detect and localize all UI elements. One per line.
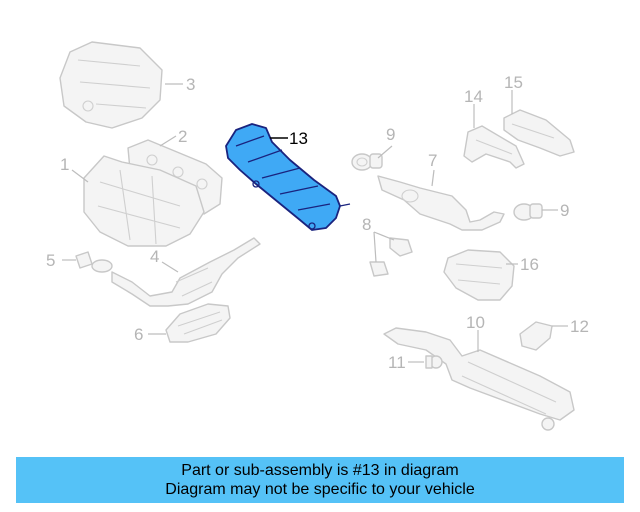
part-3-engine-cover[interactable] (59, 41, 163, 129)
banner-line-2: Diagram may not be specific to your vehi… (165, 481, 475, 498)
callout-14[interactable]: 14 (464, 87, 483, 106)
leader-9a (377, 145, 393, 159)
part-10-muffler[interactable] (383, 327, 575, 431)
leader-7 (431, 169, 435, 187)
callout-6[interactable]: 6 (134, 325, 143, 344)
leader-4 (161, 261, 179, 273)
parts-diagram: 3 2 1 5 4 6 13 (46, 41, 589, 431)
callout-8[interactable]: 8 (362, 215, 371, 234)
part-7-front-pipe[interactable] (377, 175, 505, 231)
callout-4[interactable]: 4 (150, 247, 159, 266)
callout-11[interactable]: 11 (388, 353, 406, 372)
callout-12[interactable]: 12 (570, 317, 589, 336)
part-4-catalytic-converter[interactable] (111, 237, 261, 307)
callout-2[interactable]: 2 (178, 127, 187, 146)
part-1-exhaust-manifold[interactable] (83, 155, 205, 247)
banner-line-1: Part or sub-assembly is #13 in diagram (181, 462, 459, 479)
callout-9a[interactable]: 9 (386, 125, 395, 144)
part-14-bracket[interactable] (463, 125, 525, 169)
part-16-heat-shield[interactable] (443, 249, 515, 301)
part-12-hanger[interactable] (519, 321, 553, 351)
part-9-clamp-right[interactable] (513, 203, 543, 221)
part-6-heat-shield[interactable] (165, 303, 231, 343)
callout-13[interactable]: 13 (289, 129, 308, 148)
leader-1 (71, 169, 89, 183)
part-9-clamp-top[interactable] (351, 153, 383, 171)
callout-1[interactable]: 1 (60, 155, 69, 174)
part-5-flange-gasket[interactable] (75, 251, 113, 273)
leader-8 (373, 231, 395, 241)
callout-15[interactable]: 15 (504, 73, 523, 92)
callout-5[interactable]: 5 (46, 251, 55, 270)
part-15-heat-shield[interactable] (503, 109, 575, 157)
callout-10[interactable]: 10 (466, 313, 485, 332)
leader-8b (373, 231, 377, 263)
part-13-heat-shield[interactable] (225, 123, 351, 231)
part-11-bolt[interactable] (425, 355, 443, 369)
callout-16[interactable]: 16 (520, 255, 539, 274)
part-8-hangers[interactable] (369, 237, 413, 277)
leader-2 (159, 135, 177, 147)
info-banner: Part or sub-assembly is #13 in diagram D… (16, 457, 624, 503)
callout-7[interactable]: 7 (428, 151, 437, 170)
callout-9b[interactable]: 9 (560, 201, 569, 220)
callout-3[interactable]: 3 (186, 75, 195, 94)
